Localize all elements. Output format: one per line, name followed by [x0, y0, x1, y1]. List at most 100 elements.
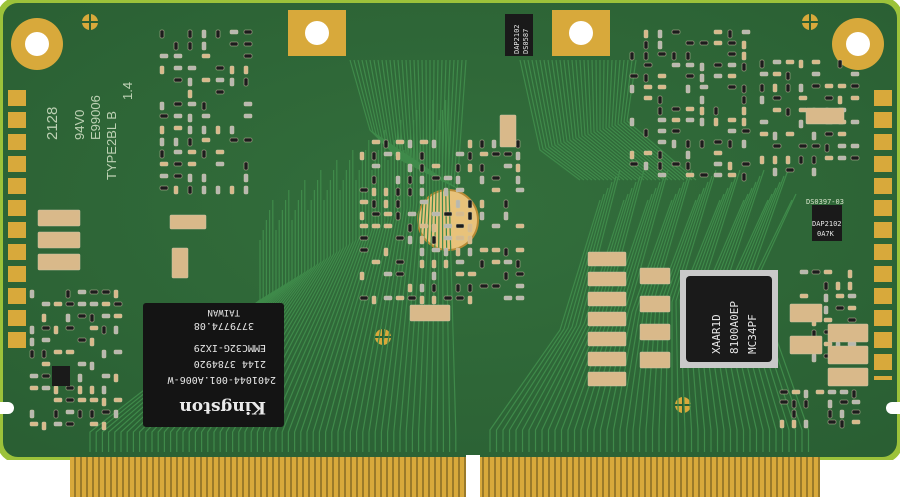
resistor [851, 409, 861, 415]
capacitor [657, 73, 667, 79]
trace [567, 59, 629, 181]
capacitor [383, 295, 393, 301]
capacitor [409, 304, 451, 322]
trace [575, 59, 637, 181]
resistor [455, 295, 465, 301]
resistor [89, 313, 95, 323]
capacitor [455, 199, 461, 209]
capacitor [824, 155, 834, 161]
capacitor [431, 211, 441, 217]
trace [250, 180, 344, 452]
trace [238, 160, 338, 452]
capacitor [431, 139, 437, 149]
trace [349, 140, 395, 452]
capacitor [515, 175, 521, 185]
capacitor [515, 295, 525, 301]
resistor [395, 199, 401, 209]
capacitor [515, 187, 525, 193]
capacitor [587, 251, 627, 267]
capacitor [65, 409, 75, 415]
resistor [243, 53, 253, 59]
edge-connector-edge-right [820, 460, 900, 497]
capacitor [383, 211, 393, 217]
resistor [479, 139, 485, 149]
trace [409, 59, 431, 176]
capacitor [629, 84, 635, 94]
capacitor [741, 40, 747, 50]
capacitor [827, 399, 833, 409]
resistor [824, 143, 830, 153]
capacitor [467, 235, 473, 245]
capacitor [803, 419, 809, 429]
resistor [685, 73, 695, 79]
capacitor [407, 163, 413, 173]
capacitor [847, 341, 857, 347]
capacitor [811, 131, 817, 141]
resistor [741, 62, 747, 72]
pmic-line3: XAAR1D [710, 314, 723, 354]
capacitor [371, 187, 377, 197]
capacitor [187, 65, 197, 71]
capacitor [685, 106, 695, 112]
capacitor [407, 283, 413, 293]
resistor [65, 325, 75, 331]
capacitor [699, 84, 709, 90]
resistor [803, 399, 809, 409]
capacitor [699, 117, 705, 127]
resistor [41, 325, 51, 331]
emmc-line5: 2401044-001.A006-W [167, 374, 276, 385]
capacitor [419, 283, 425, 293]
capacitor [159, 137, 165, 147]
resistor [798, 143, 808, 149]
capacitor [847, 269, 853, 279]
capacitor [431, 259, 437, 269]
trace [559, 59, 621, 181]
capacitor [77, 361, 87, 367]
capacitor [371, 259, 381, 265]
capacitor [827, 323, 869, 343]
capacitor [643, 84, 653, 90]
capacitor [173, 137, 179, 147]
resistor [407, 187, 413, 197]
trace [435, 59, 445, 183]
trace [599, 169, 669, 452]
resistor [455, 283, 461, 293]
trace [389, 59, 421, 171]
small-ic-top-line2: DS0587 [522, 28, 530, 54]
resistor [243, 77, 249, 87]
capacitor [77, 385, 83, 395]
capacitor [443, 187, 449, 197]
capacitor [727, 117, 737, 123]
capacitor [419, 223, 429, 229]
capacitor [467, 223, 473, 233]
resistor [772, 95, 782, 101]
capacitor [215, 125, 221, 135]
trace [368, 150, 405, 452]
capacitor [29, 373, 39, 379]
capacitor [798, 119, 804, 129]
capacitor [77, 301, 87, 307]
mounting-hole-top-left [11, 18, 63, 70]
resistor [643, 128, 649, 138]
capacitor [503, 295, 513, 301]
resistor [467, 211, 473, 221]
capacitor [41, 313, 47, 323]
resistor [759, 59, 765, 69]
trace [617, 59, 685, 181]
mounting-tab-1 [288, 10, 346, 56]
capacitor [772, 71, 782, 77]
small-ic-right [812, 205, 842, 241]
resistor [65, 385, 75, 391]
emmc-chip [143, 303, 284, 427]
resistor [643, 73, 649, 83]
resistor [65, 289, 71, 299]
small-ic-left [52, 366, 70, 386]
capacitor [811, 353, 817, 363]
capacitor [741, 29, 751, 35]
capacitor [201, 41, 207, 51]
capacitor [419, 175, 425, 185]
capacitor [29, 337, 35, 347]
capacitor [727, 161, 733, 171]
capacitor [371, 295, 377, 305]
resistor [657, 95, 663, 105]
